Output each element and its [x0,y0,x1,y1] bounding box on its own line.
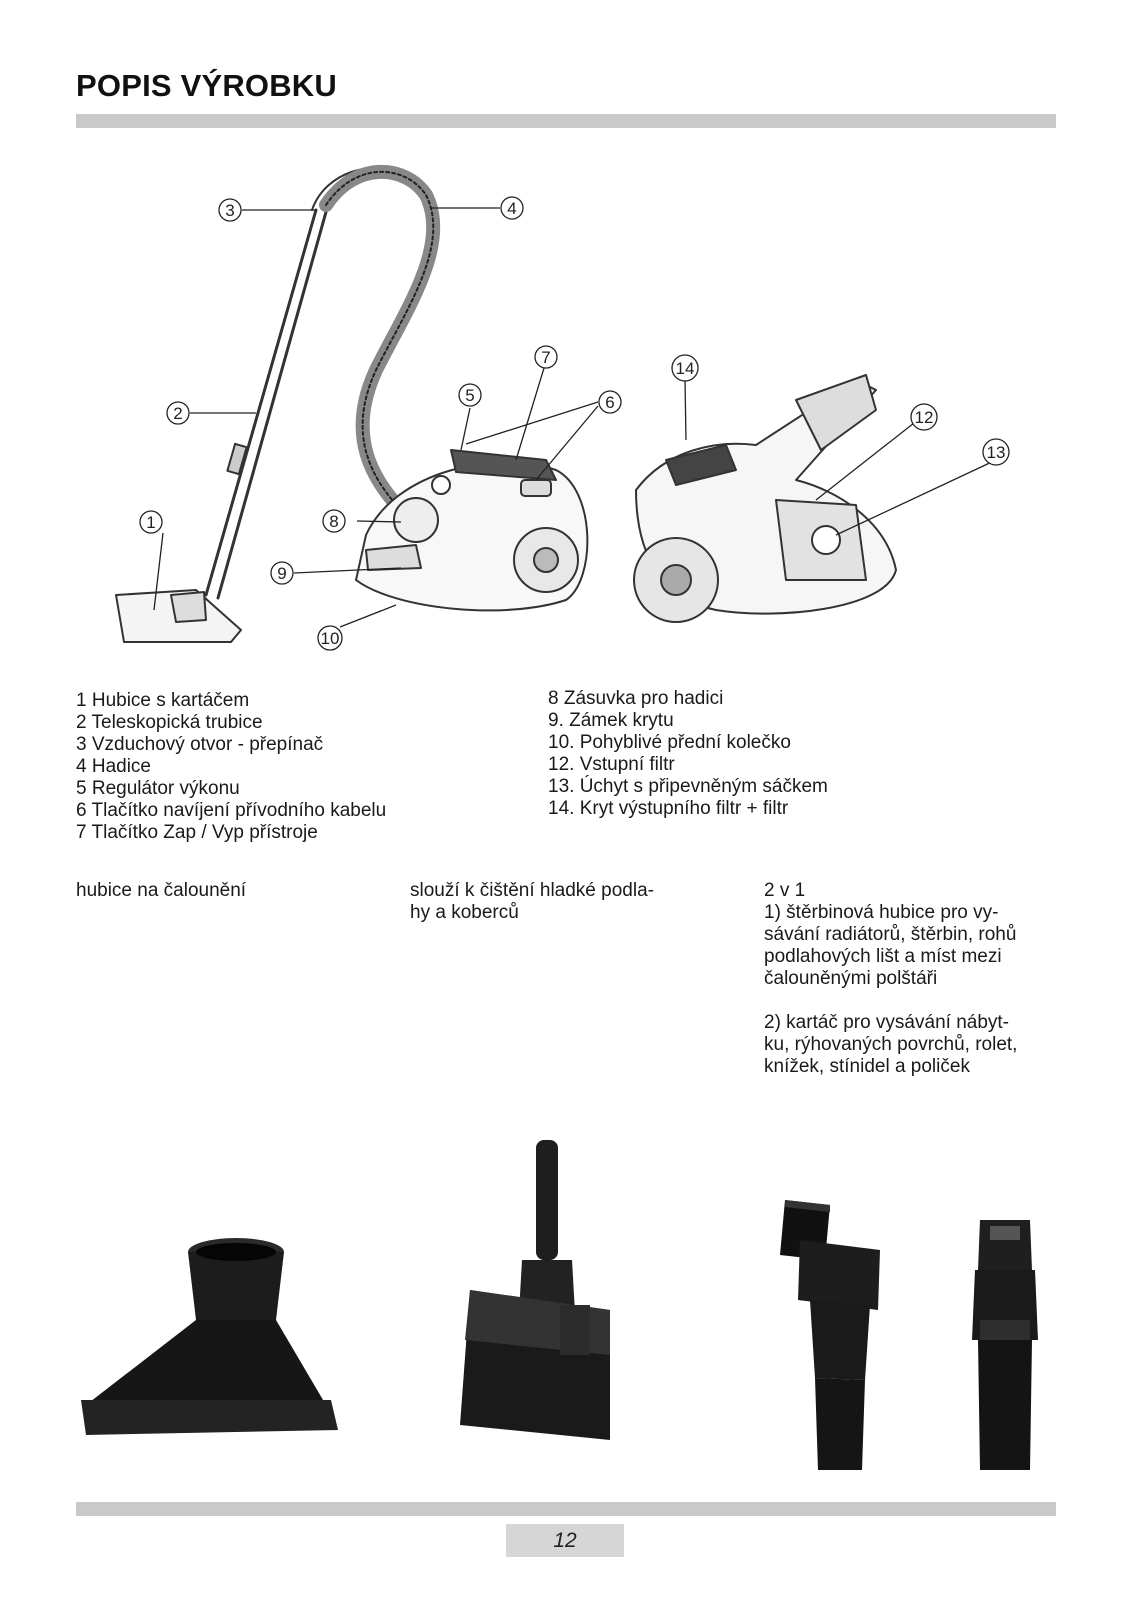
svg-text:1: 1 [146,513,155,532]
turbo-brush-image [460,1140,640,1470]
legend-item: 6 Tlačítko navíjení přívodního kabelu [76,800,387,821]
open-unit-drawing [633,374,897,623]
accessory-upholstery-description: hubice na čalounění [76,880,376,902]
product-diagram: 1 2 3 4 5 6 7 8 9 10 12 13 14 [76,150,1056,680]
callout-1: 1 [139,510,163,534]
callout-13: 13 [982,438,1010,466]
description-line: podlahových lišt a míst mezi [764,946,1002,967]
legend-left: 1 Hubice s kartáčem 2 Teleskopická trubi… [76,690,386,844]
svg-text:8: 8 [329,512,338,531]
legend-item: 8 Zásuvka pro hadici [548,688,724,709]
accessory-turbo-brush-description: slouží k čištění hladké podla- hy a kobe… [410,880,710,924]
svg-text:3: 3 [225,201,234,220]
legend-right: 8 Zásuvka pro hadici 9. Zámek krytu 10. … [548,688,828,820]
description-line: hubice na čalounění [76,880,247,901]
callout-6: 6 [598,390,622,414]
svg-text:14: 14 [676,359,695,378]
description-line: sávání radiátorů, štěrbin, rohů [764,924,1017,945]
svg-text:4: 4 [507,199,516,218]
svg-text:6: 6 [605,393,614,412]
description-line: ku, rýhovaných povrchů, rolet, [764,1034,1018,1055]
svg-text:5: 5 [465,386,474,405]
legend-item: 4 Hadice [76,756,151,777]
page-title: POPIS VÝROBKU [76,68,337,103]
description-line: hy a koberců [410,902,519,923]
callout-4: 4 [500,196,524,220]
svg-text:12: 12 [915,408,934,427]
callout-10: 10 [317,625,343,651]
accessory-2in1-description: 2 v 1 1) štěrbinová hubice pro vy- sáván… [764,880,1064,1078]
legend-item: 14. Kryt výstupního filtr + filtr [548,798,789,819]
floor-nozzle-drawing [115,589,242,643]
callout-9: 9 [270,561,294,585]
svg-text:7: 7 [541,348,550,367]
svg-text:10: 10 [321,629,340,648]
description-line: slouží k čištění hladké podla- [410,880,654,901]
callout-14: 14 [671,354,699,382]
legend-item: 5 Regulátor výkonu [76,778,240,799]
callout-8: 8 [322,509,346,533]
callout-3: 3 [218,198,242,222]
legend-item: 12. Vstupní filtr [548,754,675,775]
legend-item: 9. Zámek krytu [548,710,674,731]
legend-item: 2 Teleskopická trubice [76,712,263,733]
dusting-brush-image [770,1200,905,1480]
description-line: čalouněnými polštáři [764,968,938,989]
page-number: 12 [506,1524,624,1557]
description-line: 2 v 1 [764,880,806,901]
crevice-nozzle-image [950,1220,1060,1480]
legend-item: 10. Pohyblivé přední kolečko [548,732,791,753]
callout-5: 5 [458,383,482,407]
legend-item: 13. Úchyt s připevněným sáčkem [548,776,828,797]
svg-text:2: 2 [173,404,182,423]
vacuum-body-drawing [355,449,589,612]
upholstery-nozzle-image [76,1230,346,1450]
header-divider [76,114,1056,128]
callout-2: 2 [166,401,190,425]
footer-divider [76,1502,1056,1516]
svg-text:9: 9 [277,564,286,583]
description-line: 1) štěrbinová hubice pro vy- [764,902,999,923]
description-line: knížek, stínidel a poliček [764,1056,970,1077]
description-line: 2) kartáč pro vysávání nábyt- [764,1012,1009,1033]
legend-item: 3 Vzduchový otvor - přepínač [76,734,324,755]
svg-text:13: 13 [987,443,1006,462]
callout-7: 7 [534,345,558,369]
legend-item: 7 Tlačítko Zap / Vyp přístroje [76,822,318,843]
callout-12: 12 [910,403,938,431]
legend-item: 1 Hubice s kartáčem [76,690,250,711]
hose-drawing [319,164,441,522]
